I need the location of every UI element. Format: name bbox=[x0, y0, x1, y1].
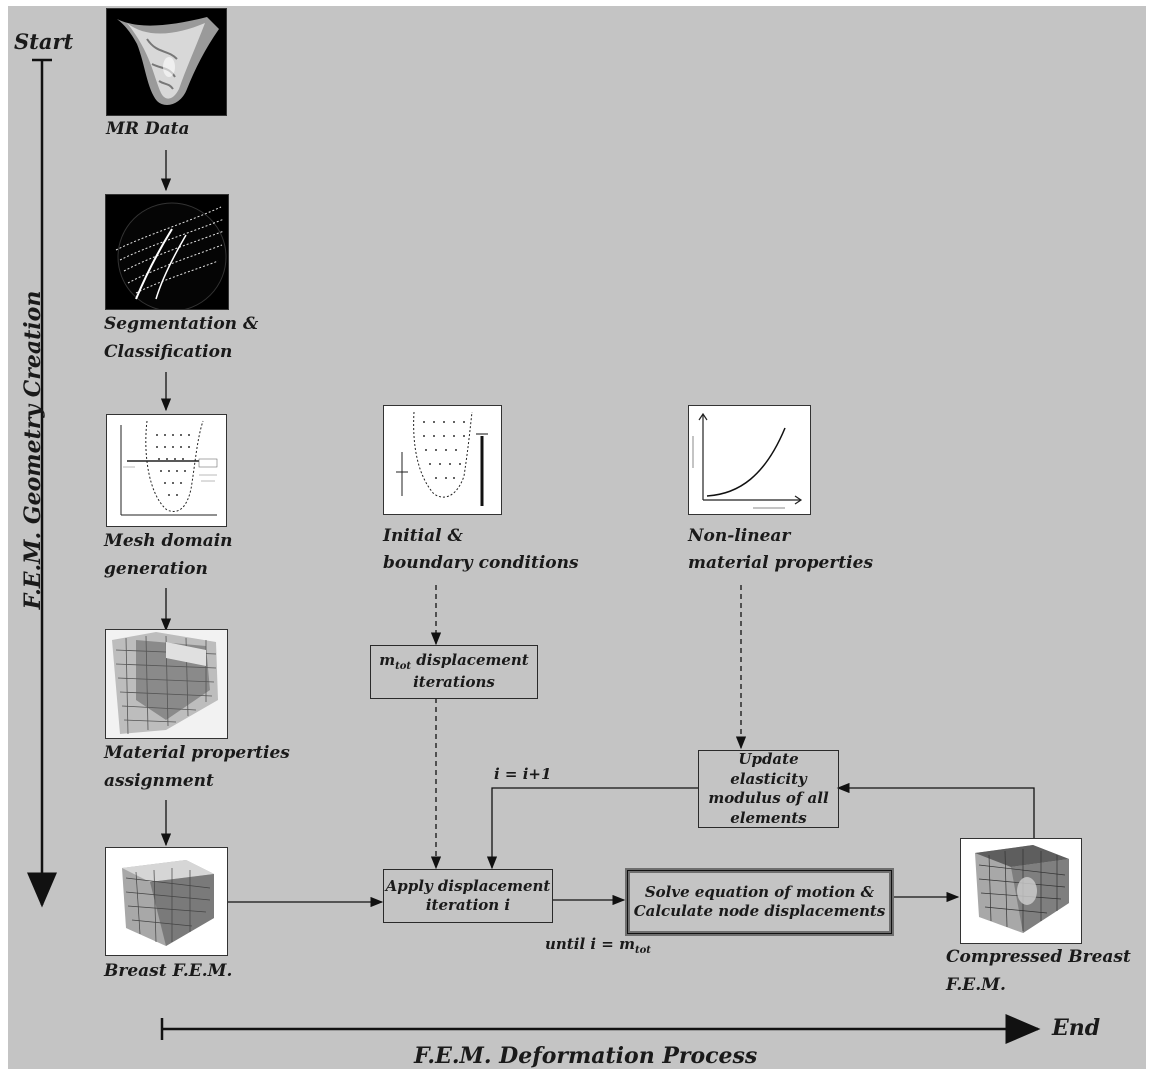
compressed-label-line2: F.E.M. bbox=[946, 975, 1006, 995]
initial-label-line2: boundary conditions bbox=[383, 553, 579, 573]
mtot-box-line1: mtot displacement bbox=[379, 651, 528, 673]
arrow-update-to-apply bbox=[486, 787, 698, 870]
update-elasticity-box: Update elasticity modulus of all element… bbox=[698, 750, 839, 828]
mtot-rest: displacement bbox=[411, 651, 529, 670]
vertical-axis-label: F.E.M. Geometry Creation bbox=[20, 290, 47, 610]
end-label: End bbox=[1052, 1015, 1101, 1041]
segmentation-image bbox=[105, 194, 229, 310]
initial-conditions-image bbox=[383, 405, 502, 515]
material-label-line2: assignment bbox=[104, 771, 214, 791]
material-properties-image bbox=[105, 629, 228, 739]
until-label: until i = mtot bbox=[545, 934, 651, 958]
update-box-line3: elements bbox=[730, 808, 807, 827]
mtot-sub: tot bbox=[395, 661, 412, 673]
solve-box-line1: Solve equation of motion & bbox=[644, 882, 875, 901]
mtot-box-line2: iterations bbox=[413, 673, 495, 692]
mesh-domain-image bbox=[106, 414, 227, 527]
material-label-line1: Material properties bbox=[104, 743, 290, 763]
update-box-line1: Update elasticity bbox=[730, 750, 807, 788]
mr-data-image bbox=[106, 8, 227, 116]
update-box-line2: modulus of all bbox=[708, 789, 829, 807]
mtot-iterations-box: mtot displacement iterations bbox=[370, 645, 538, 699]
apply-displacement-box: Apply displacement iteration i bbox=[383, 869, 553, 923]
mr-data-label: MR Data bbox=[106, 119, 190, 139]
until-sub: tot bbox=[634, 945, 651, 956]
increment-label: i = i+1 bbox=[494, 765, 552, 783]
mtot-var: m bbox=[379, 651, 396, 670]
solve-equation-box: Solve equation of motion & Calculate nod… bbox=[625, 868, 894, 936]
until-prefix: until i = m bbox=[545, 935, 635, 953]
mesh-label-line1: Mesh domain bbox=[104, 531, 233, 551]
start-label: Start bbox=[14, 29, 74, 54]
mesh-label-line2: generation bbox=[104, 559, 208, 579]
arrow-compressed-to-update bbox=[836, 782, 1035, 838]
segmentation-label-line2: Classification bbox=[104, 342, 233, 362]
segmentation-label-line1: Segmentation & bbox=[104, 314, 259, 334]
breast-fem-image bbox=[105, 847, 228, 956]
breast-fem-label: Breast F.E.M. bbox=[104, 961, 233, 981]
nonlinear-label-line1: Non-linear bbox=[688, 526, 791, 546]
compressed-breast-image bbox=[960, 838, 1082, 944]
horizontal-axis-label: F.E.M. Deformation Process bbox=[414, 1043, 758, 1069]
initial-label-line1: Initial & bbox=[383, 526, 463, 546]
apply-box-line2: iteration i bbox=[425, 896, 511, 914]
solve-box-line2: Calculate node displacements bbox=[633, 902, 886, 920]
nonlinear-label-line2: material properties bbox=[688, 553, 874, 573]
nonlinear-material-image bbox=[688, 405, 811, 515]
compressed-label-line1: Compressed Breast bbox=[946, 947, 1131, 967]
apply-box-line1: Apply displacement bbox=[385, 876, 551, 895]
